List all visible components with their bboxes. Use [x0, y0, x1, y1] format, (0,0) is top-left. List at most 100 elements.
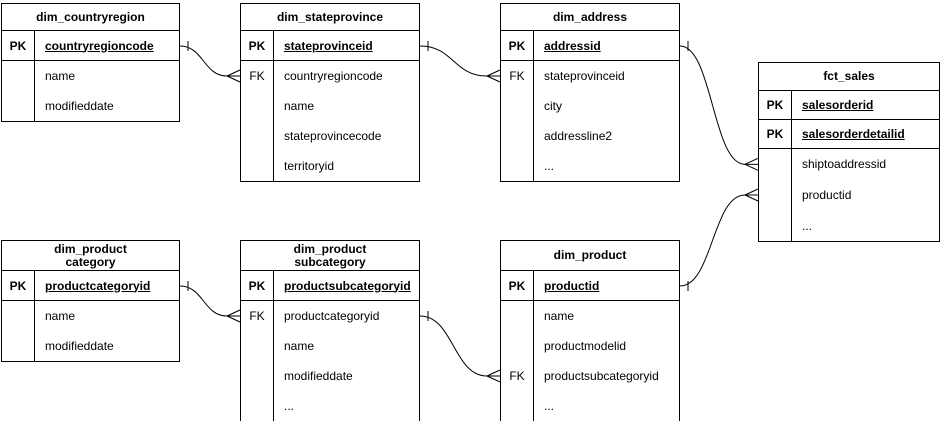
pk-field-name: productcategoryid [45, 278, 151, 293]
field-row: modifieddate [241, 361, 419, 391]
key-row: PK productcategoryid [2, 271, 179, 301]
field-name: modifieddate [284, 369, 353, 383]
pk-tag: PK [2, 271, 35, 300]
field-name: productmodelid [544, 339, 627, 353]
field-name: addressline2 [544, 129, 613, 143]
entity-title: dim_product [501, 241, 679, 271]
field-row: productid [759, 179, 939, 211]
many-cardinality-crowfoot [744, 188, 759, 196]
pk-field-name: salesorderdetailid [802, 127, 905, 141]
pk-tag: PK [501, 271, 534, 300]
empty-tag [241, 121, 274, 151]
entity-title: dim_countryregion [2, 4, 179, 31]
entity-title: dim_product category [2, 241, 179, 271]
field-row: productmodelid [501, 331, 679, 361]
field-row: addressline2 [501, 121, 679, 151]
pk-tag: PK [241, 271, 274, 300]
empty-tag [241, 91, 274, 121]
field-name: ... [802, 218, 813, 233]
many-cardinality-crowfoot [226, 315, 241, 323]
field-name: stateprovinceid [544, 69, 625, 83]
fk-tag: FK [501, 61, 534, 91]
entity-title: fct_sales [759, 63, 939, 91]
key-row: PK productsubcategoryid [241, 271, 419, 301]
field-row: territoryid [241, 151, 419, 181]
field-row: name [241, 91, 419, 121]
field-row: modifieddate [2, 91, 179, 121]
field-name: productsubcategoryid [544, 369, 659, 383]
field-row: FK stateprovinceid [501, 61, 679, 91]
many-cardinality-crowfoot [486, 375, 501, 383]
empty-tag [241, 391, 274, 421]
many-cardinality-crowfoot [744, 163, 759, 171]
empty-tag [501, 91, 534, 121]
many-cardinality-crowfoot [226, 309, 241, 317]
field-name: ... [544, 159, 555, 173]
key-row: PK productid [501, 271, 679, 301]
many-cardinality-crowfoot [486, 369, 501, 377]
field-name: modifieddate [45, 99, 114, 113]
field-row: name [2, 61, 179, 91]
empty-tag [2, 61, 35, 91]
field-row: ... [501, 151, 679, 181]
many-cardinality-crowfoot [226, 69, 241, 77]
field-name: name [284, 99, 315, 113]
empty-tag [2, 91, 35, 121]
relationship-line [179, 45, 228, 77]
key-row: PK salesorderdetailid [759, 120, 939, 149]
empty-tag [241, 331, 274, 361]
relationship-line [419, 45, 488, 77]
fk-tag: FK [241, 61, 274, 91]
entity-title: dim_address [501, 4, 679, 31]
relationship-line [679, 194, 746, 287]
pk-tag: PK [2, 31, 35, 60]
pk-field-name: addressid [544, 38, 601, 53]
field-name: stateprovincecode [284, 129, 382, 143]
pk-field-name: productid [544, 278, 600, 293]
field-row: name [241, 331, 419, 361]
many-cardinality-crowfoot [226, 75, 241, 83]
pk-field-name: stateprovinceid [284, 38, 373, 53]
many-cardinality-crowfoot [744, 194, 759, 202]
key-row: PK countryregioncode [2, 31, 179, 61]
entity-title: dim_stateprovince [241, 4, 419, 31]
field-row: name [2, 301, 179, 331]
field-row: shiptoaddressid [759, 149, 939, 180]
field-name: productid [802, 187, 852, 202]
pk-tag: PK [241, 31, 274, 60]
field-row: ... [241, 391, 419, 421]
empty-tag [241, 151, 274, 181]
empty-tag [501, 151, 534, 181]
fk-tag: FK [501, 361, 534, 391]
pk-tag: PK [759, 120, 792, 148]
empty-tag [241, 361, 274, 391]
pk-field-name: countryregioncode [45, 38, 154, 53]
field-name: name [544, 309, 575, 323]
field-row: name [501, 301, 679, 331]
field-name: ... [284, 399, 295, 413]
pk-tag: PK [501, 31, 534, 60]
pk-field-name: salesorderid [802, 98, 874, 112]
empty-tag [759, 179, 792, 211]
relationship-line [679, 45, 746, 165]
field-name: ... [544, 399, 555, 413]
field-row: ... [759, 210, 939, 241]
empty-tag [2, 331, 35, 361]
field-row: FK productsubcategoryid [501, 361, 679, 391]
pk-field-name: productsubcategoryid [284, 278, 411, 293]
pk-tag: PK [759, 91, 792, 119]
many-cardinality-crowfoot [486, 69, 501, 77]
empty-tag [501, 301, 534, 331]
key-row: PK salesorderid [759, 91, 939, 120]
many-cardinality-crowfoot [486, 75, 501, 83]
empty-tag [759, 210, 792, 241]
field-name: city [544, 99, 562, 113]
fk-tag: FK [241, 301, 274, 331]
